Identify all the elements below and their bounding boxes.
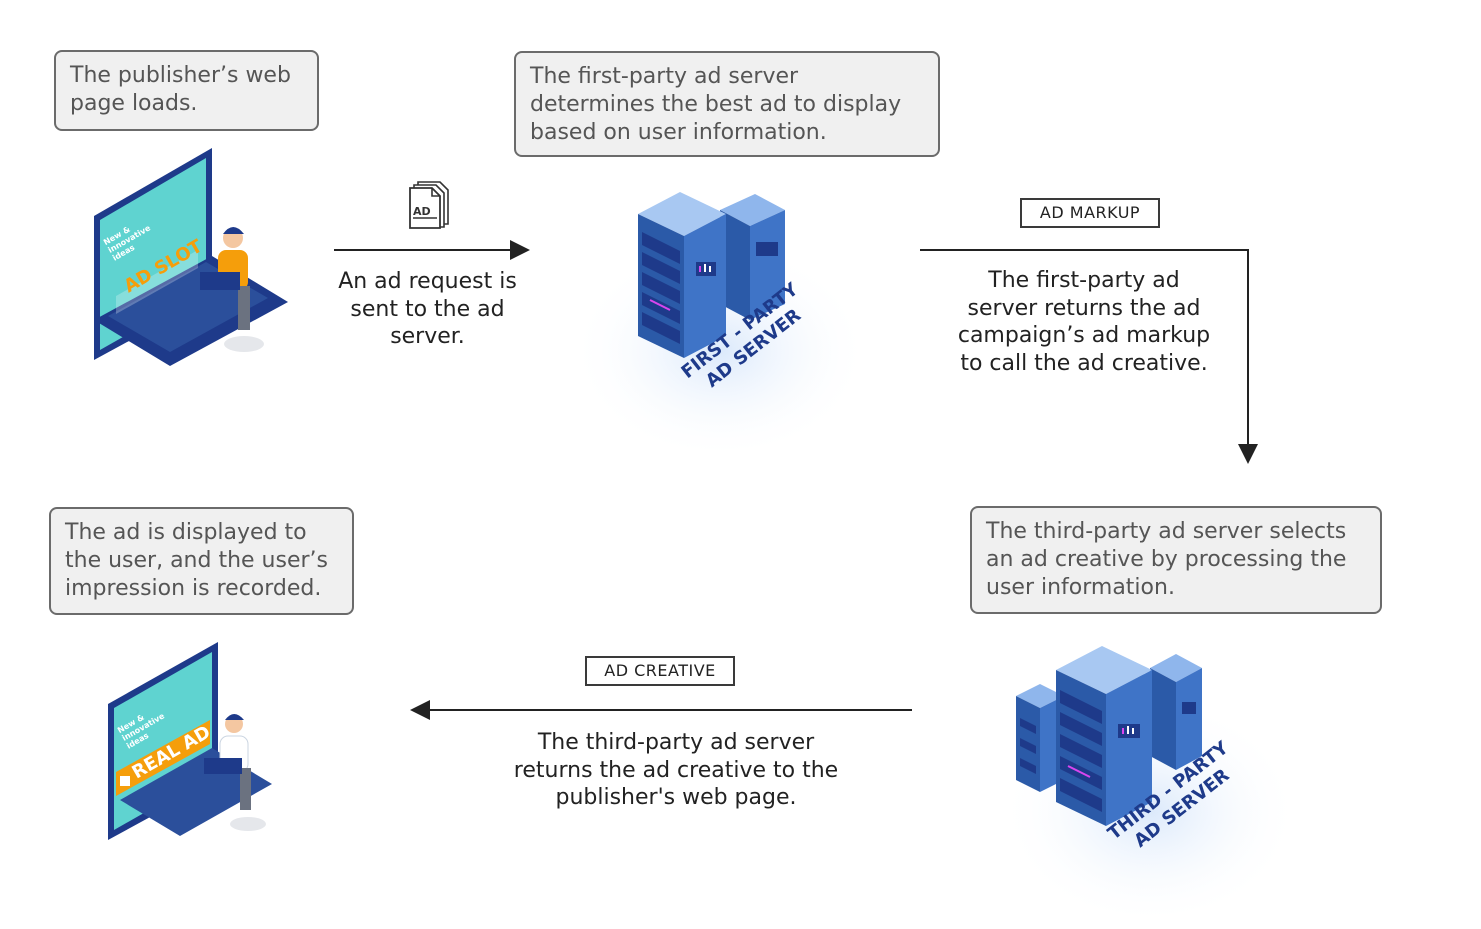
ad-creative-tag: AD CREATIVE: [585, 656, 735, 686]
ad-markup-tag-text: AD MARKUP: [1039, 203, 1141, 222]
ad-request-description-text: An ad request is sent to the ad server.: [338, 269, 517, 349]
ad-request-description: An ad request is sent to the ad server.: [330, 268, 525, 351]
callout-page-loads: The publisher’s web page loads.: [54, 50, 319, 131]
callout-ad-displayed-text: The ad is displayed to the user, and the…: [65, 520, 328, 601]
small-server-rack: [720, 194, 785, 320]
main-server-rack: [638, 192, 726, 358]
laptop-ad-slot-illustration: [94, 148, 288, 366]
third-party-server-illustration: [1000, 646, 1300, 915]
laptop-real-ad-illustration: [108, 642, 272, 840]
ad-document-icon: [409, 181, 449, 229]
callout-third-party-selects-text: The third-party ad server selects an ad …: [986, 519, 1347, 600]
callout-first-party-decides-text: The first-party ad server determines the…: [530, 64, 902, 145]
main-third-party-rack: [1056, 646, 1152, 826]
right-server-rack: [1150, 654, 1202, 770]
callout-ad-displayed: The ad is displayed to the user, and the…: [49, 507, 354, 615]
ad-markup-arrow: [920, 249, 1258, 464]
callout-third-party-selects: The third-party ad server selects an ad …: [970, 506, 1382, 614]
ad-markup-tag: AD MARKUP: [1020, 198, 1160, 228]
returns-markup-description-text: The first-party ad server returns the ad…: [957, 268, 1211, 376]
callout-first-party-decides: The first-party ad server determines the…: [514, 51, 940, 157]
ad-creative-tag-text: AD CREATIVE: [604, 661, 716, 680]
callout-page-loads-text: The publisher’s web page loads.: [70, 63, 291, 116]
returns-markup-description: The first-party ad server returns the ad…: [953, 267, 1215, 377]
first-party-server-illustration: [570, 192, 870, 450]
returns-creative-description-text: The third-party ad server returns the ad…: [513, 730, 839, 810]
ad-document-label: AD: [413, 205, 431, 218]
returns-creative-description: The third-party ad server returns the ad…: [500, 729, 852, 812]
